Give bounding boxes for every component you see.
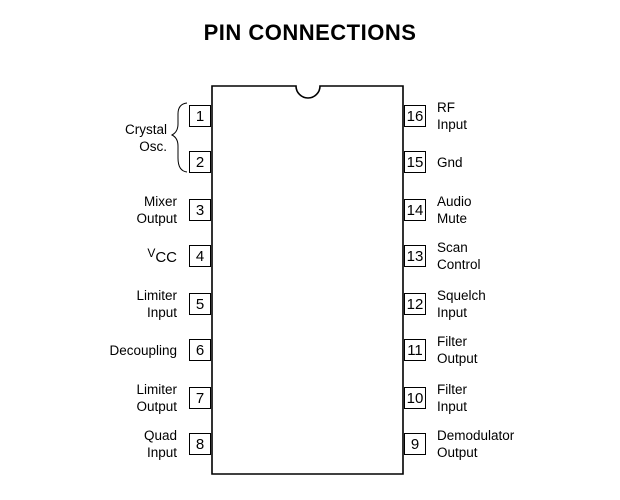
pin-8-number: 8 [189,433,211,455]
pin-12-number: 12 [404,293,426,315]
pin-3-label-line: Mixer [144,194,177,209]
pin-15-label-line: Gnd [437,154,463,170]
pin-5-number: 5 [189,293,211,315]
pin-9-number: 9 [404,433,426,455]
pin-16-label: RF Input [437,99,467,133]
pin-6-label-line: Decoupling [109,342,177,358]
vcc-v: V [147,246,156,260]
pin-16-label-line: Input [437,117,468,132]
pin-3-label-line: Output [136,211,177,226]
pin-7-label-line: Limiter [136,382,177,397]
ic-body [211,85,404,475]
pin-7-number: 7 [189,387,211,409]
pin-12-label-line: Input [437,305,468,320]
pin-1-number: 1 [189,105,211,127]
pin-9-label-line: Output [437,445,478,460]
page-title: PIN CONNECTIONS [203,20,417,45]
pin-10-label-line: Filter [437,382,467,397]
pin-8-label-line: Quad [143,428,177,443]
pin-16-label-line: RF [437,100,455,115]
pin-5-label-line: Limiter [136,288,177,303]
pin-2-number: 2 [189,151,211,173]
pin-6-label: Decoupling [109,342,177,359]
pin-3-number: 3 [189,199,211,221]
pin-14-number: 14 [404,199,426,221]
pin-16-number: 16 [404,105,426,127]
pin-4-label: VCC [147,245,177,266]
pin-5-label-line: Input [146,305,177,320]
pin-11-label-line: Filter [437,334,467,349]
pin-11-number: 11 [404,339,426,361]
vcc-subscript: CC [155,249,177,266]
pin-15-label: Gnd [437,154,463,171]
crystal-osc-label-line: Osc. [139,139,167,154]
pin-9-label-line: Demodulator [437,428,515,443]
crystal-brace [170,102,188,173]
pin-10-label-line: Input [437,399,468,414]
pin-13-number: 13 [404,245,426,267]
pin-11-label-line: Output [437,351,478,366]
pin-6-number: 6 [189,339,211,361]
pin-8-label-line: Input [146,445,177,460]
crystal-osc-label-line: Crystal [124,122,167,137]
pin-15-number: 15 [404,151,426,173]
pin-4-number: 4 [189,245,211,267]
pin-12-label-line: Squelch [437,288,486,303]
pin-10-number: 10 [404,387,426,409]
pin-14-label-line: Audio [437,194,472,209]
pin-13-label-line: Scan [437,240,468,255]
pin-13-label-line: Control [437,257,481,272]
pin-14-label-line: Mute [437,211,468,226]
pin-7-label-line: Output [136,399,177,414]
